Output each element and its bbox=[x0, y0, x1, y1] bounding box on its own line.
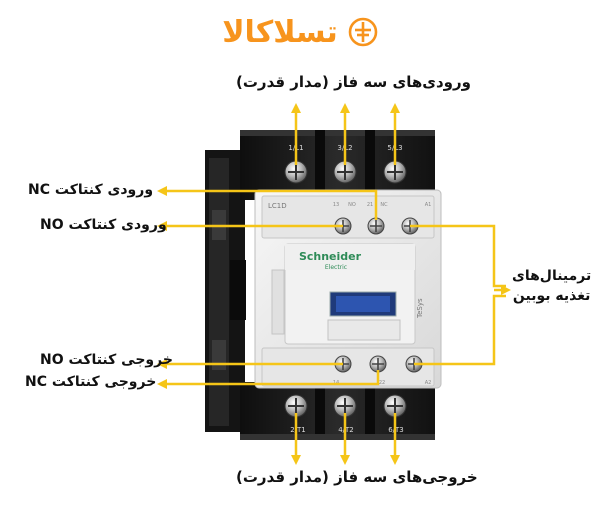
plug-circle-icon bbox=[348, 17, 378, 47]
label-three-phase-outputs: خروجی‌های سه فاز (مدار قدرت) bbox=[236, 468, 478, 486]
arrow-coil-a1 bbox=[410, 224, 506, 288]
arrow-nc-output bbox=[157, 370, 380, 389]
screw-aux-nc-out bbox=[369, 355, 387, 373]
aux-label-21: 21 bbox=[367, 202, 373, 208]
label-nc-contact-input: ورودی کنتاکت NC bbox=[28, 182, 154, 198]
screw-t1 bbox=[284, 394, 308, 418]
screw-l1 bbox=[284, 160, 308, 184]
label-three-phase-inputs: ورودی‌های سه فاز (مدار قدرت) bbox=[236, 73, 471, 91]
screw-aux-nc-in bbox=[367, 217, 385, 235]
screw-t3 bbox=[383, 394, 407, 418]
series-label: TeSys bbox=[416, 298, 424, 319]
aux-label-13: 13 bbox=[333, 202, 339, 208]
brand-subtitle: Electric bbox=[325, 264, 347, 271]
screw-t2 bbox=[333, 394, 357, 418]
screw-l2 bbox=[333, 160, 357, 184]
screw-l3 bbox=[383, 160, 407, 184]
annotation-arrows bbox=[157, 103, 511, 465]
logo-text: تسلاکالا bbox=[222, 14, 338, 50]
arrow-coil-a2 bbox=[414, 294, 506, 366]
label-coil-line2: تغذیه بوبین bbox=[512, 288, 591, 304]
aux-label-a2: A2 bbox=[425, 380, 432, 386]
label-no-contact-input: ورودی کنتاکت NO bbox=[40, 217, 167, 233]
brand-name: Schneider bbox=[299, 250, 362, 263]
model-label: LC1D bbox=[268, 202, 287, 210]
aux-label-a1: A1 bbox=[425, 202, 432, 208]
terminal-label-t1: 2/T1 bbox=[290, 426, 306, 434]
aux-label-no: NO bbox=[348, 202, 356, 208]
label-nc-contact-output: خروجی کنتاکت NC bbox=[25, 374, 157, 390]
label-no-contact-output: خروجی کنتاکت NO bbox=[40, 352, 173, 368]
arrow-nc-input bbox=[157, 186, 378, 220]
label-coil-line1: ترمینال‌های bbox=[512, 268, 592, 284]
contactor-body bbox=[205, 130, 442, 440]
aux-label-nc: NC bbox=[380, 202, 388, 208]
label-coil-supply-terminals: ترمینال‌های تغذیه بوبین bbox=[512, 266, 591, 306]
brand-logo: تسلاکالا bbox=[200, 12, 400, 52]
aux-label-22: 22 bbox=[379, 380, 385, 386]
